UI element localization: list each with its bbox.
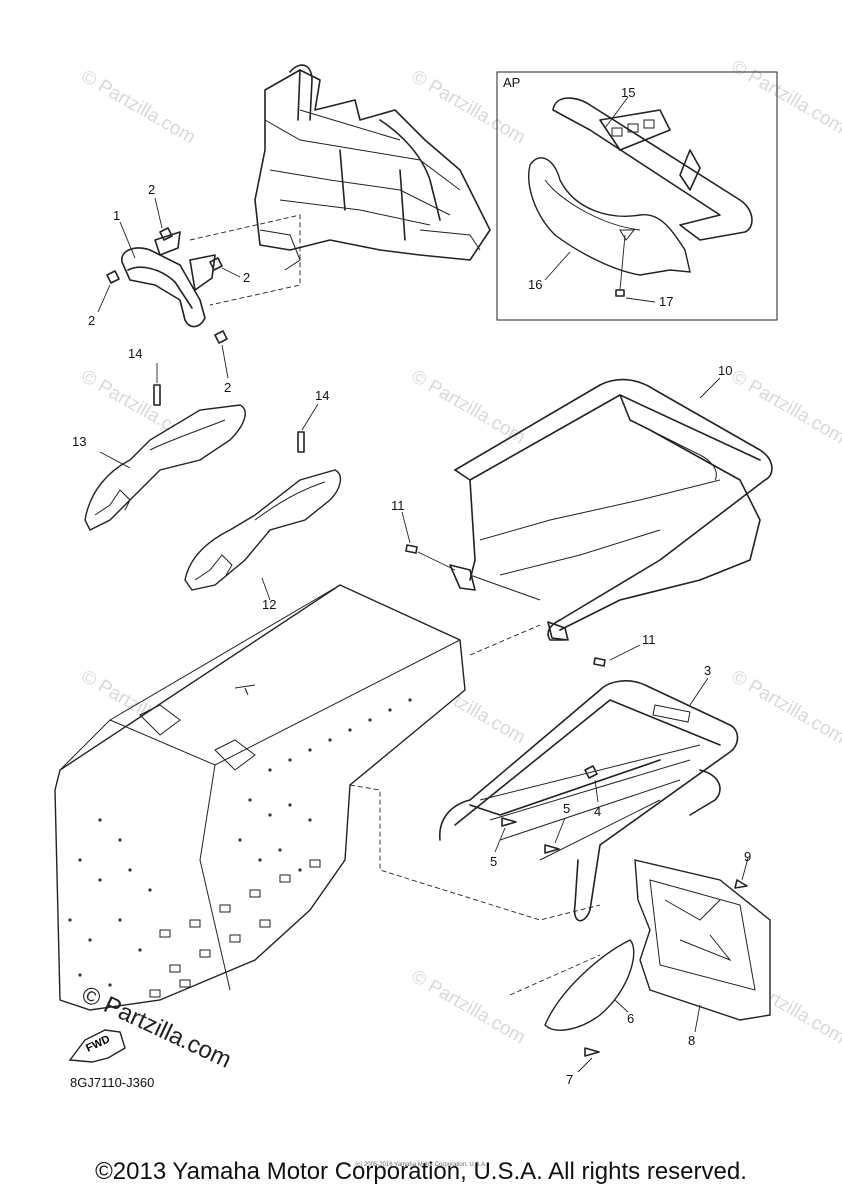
callout-10: 10 <box>718 363 732 378</box>
callout-4: 4 <box>594 804 601 819</box>
inset-label: AP <box>503 75 521 90</box>
callout-14: 14 <box>128 346 142 361</box>
chassis-tunnel <box>54 584 601 1011</box>
copyright-footer: ©2013 Yamaha Motor Corporation, U.S.A. A… <box>95 1158 747 1185</box>
bolts-11 <box>401 511 641 667</box>
callout-numbers: 1 2 2 2 2 3 4 5 5 6 7 8 9 10 11 11 12 13… <box>72 85 751 1087</box>
bolts-2 <box>97 197 241 379</box>
watermark: © Partzilla.com <box>78 66 199 148</box>
bolts-14 <box>153 363 319 453</box>
watermark: © Partzilla.com <box>728 366 842 448</box>
part-13-side-guard-left <box>84 404 246 531</box>
callout-16: 16 <box>528 277 542 292</box>
diagram-reference-code: 8GJ7110-J360 <box>70 1075 155 1090</box>
callout-15: 15 <box>621 85 635 100</box>
watermark: © Partzilla.com <box>408 966 529 1048</box>
slide-clips <box>149 859 321 998</box>
part-1-front-bumper <box>121 231 216 328</box>
callout-12: 12 <box>262 597 276 612</box>
inset-box-ap <box>496 71 778 321</box>
part-3-rear-rack <box>439 677 739 922</box>
screws-4-5 <box>494 765 599 854</box>
part-8-snow-flap <box>634 859 771 1033</box>
callout-5: 5 <box>490 854 497 869</box>
part-10-rear-frame <box>449 377 773 641</box>
small-copyright: (c) 2005-2016 Yamaha Motor Corporation, … <box>355 1162 487 1168</box>
part-12-side-guard-right <box>184 469 342 601</box>
callout-7: 7 <box>566 1072 573 1087</box>
callout-14: 14 <box>315 388 329 403</box>
rivet-holes <box>68 698 412 987</box>
callout-17: 17 <box>659 294 673 309</box>
watermark: © Partzilla.com <box>728 666 842 748</box>
callout-1: 1 <box>113 208 120 223</box>
callout-13: 13 <box>72 434 86 449</box>
callout-6: 6 <box>627 1011 634 1026</box>
callout-5: 5 <box>563 801 570 816</box>
watermark: © Partzilla.com <box>728 56 842 138</box>
upper-frame <box>189 64 491 306</box>
watermark: © Partzilla.com <box>408 366 529 448</box>
part-6-reflector <box>509 939 635 1031</box>
callout-3: 3 <box>704 663 711 678</box>
callout-2: 2 <box>148 182 155 197</box>
callout-2: 2 <box>243 270 250 285</box>
callout-11: 11 <box>642 632 656 647</box>
part-9-rivet <box>734 857 749 889</box>
callout-2: 2 <box>224 380 231 395</box>
callout-2: 2 <box>88 313 95 328</box>
callout-11: 11 <box>391 498 405 513</box>
fwd-arrow: FWD <box>68 1029 126 1063</box>
callout-9: 9 <box>744 849 751 864</box>
part-7-screw <box>577 1047 600 1073</box>
callout-8: 8 <box>688 1033 695 1048</box>
